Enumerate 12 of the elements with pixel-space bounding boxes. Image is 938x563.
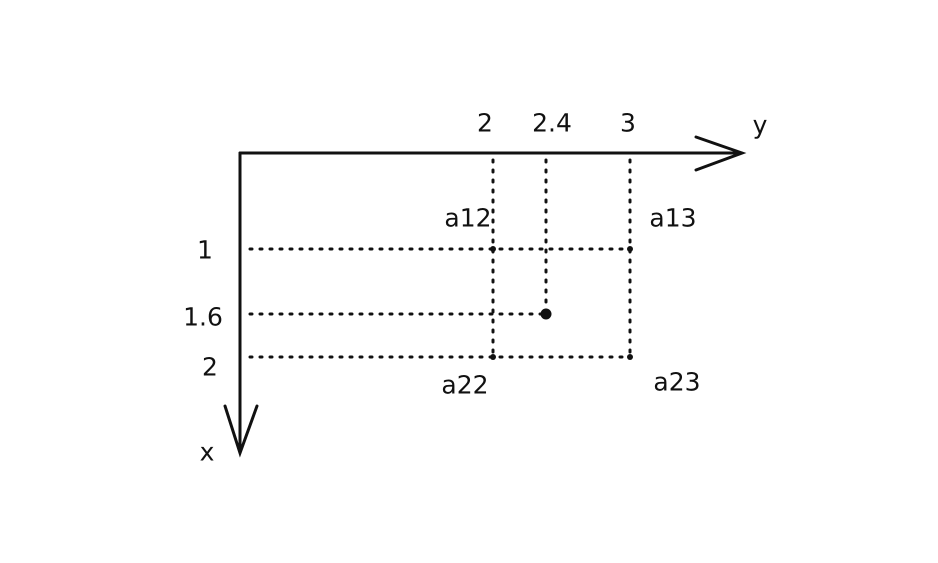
tick-label: 3: [620, 110, 636, 136]
tick-label: 1.6: [183, 304, 223, 330]
tick-label: 2.4: [532, 110, 572, 136]
tick-label: 1: [197, 238, 213, 262]
point-label: a13: [649, 206, 697, 230]
tick-label: 2: [202, 354, 218, 380]
axis-label: y: [752, 112, 768, 138]
point-label: a12: [444, 206, 492, 230]
axis-label: x: [200, 440, 214, 464]
tick-label: 2: [477, 110, 493, 136]
point-label: a22: [441, 372, 489, 398]
point-label: a23: [653, 370, 701, 394]
